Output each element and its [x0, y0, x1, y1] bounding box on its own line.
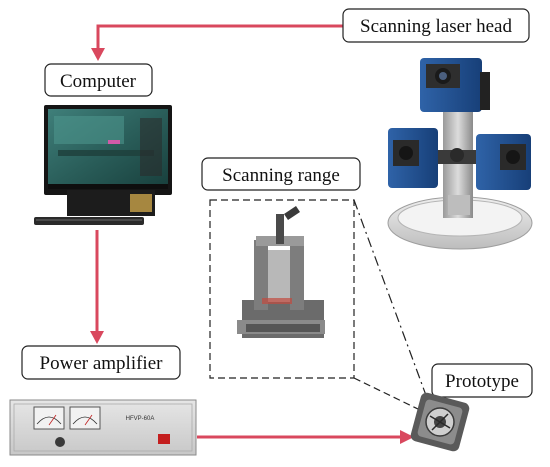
- svg-text:Computer: Computer: [60, 71, 137, 92]
- arrowhead-amplifier: [90, 331, 104, 344]
- arrowhead-computer: [91, 48, 105, 61]
- label-scanning-range: Scanning range: [201, 157, 361, 191]
- projection-line-bottom: [353, 377, 421, 411]
- label-computer: Computer: [44, 63, 153, 97]
- svg-text:Scanning range: Scanning range: [222, 165, 340, 186]
- scanning-laser-head-illustration: [387, 58, 533, 250]
- label-power-amplifier: Power amplifier: [21, 345, 181, 380]
- power-switch: [158, 434, 170, 444]
- flow-arrows: [90, 24, 414, 444]
- arrow-laser-head-to-computer: [96, 24, 343, 50]
- label-scanning-laser-head: Scanning laser head: [342, 8, 530, 43]
- voltage-meter: [33, 406, 65, 430]
- label-prototype: Prototype: [431, 363, 533, 398]
- svg-text:Scanning laser head: Scanning laser head: [360, 16, 512, 37]
- svg-text:Power amplifier: Power amplifier: [40, 353, 164, 374]
- vise-fixture-illustration: [237, 206, 325, 338]
- arrowhead-prototype: [400, 430, 414, 444]
- prototype-illustration: [410, 392, 470, 452]
- amplifier-knob: [55, 437, 65, 447]
- scanning-range-region: [209, 199, 428, 411]
- projection-line-top: [353, 199, 428, 399]
- svg-text:Prototype: Prototype: [445, 371, 519, 392]
- power-amplifier-illustration: HFVP-60A: [9, 399, 197, 456]
- computer-illustration: [34, 105, 172, 225]
- current-meter: [69, 406, 101, 430]
- svg-text:HFVP-60A: HFVP-60A: [126, 416, 155, 422]
